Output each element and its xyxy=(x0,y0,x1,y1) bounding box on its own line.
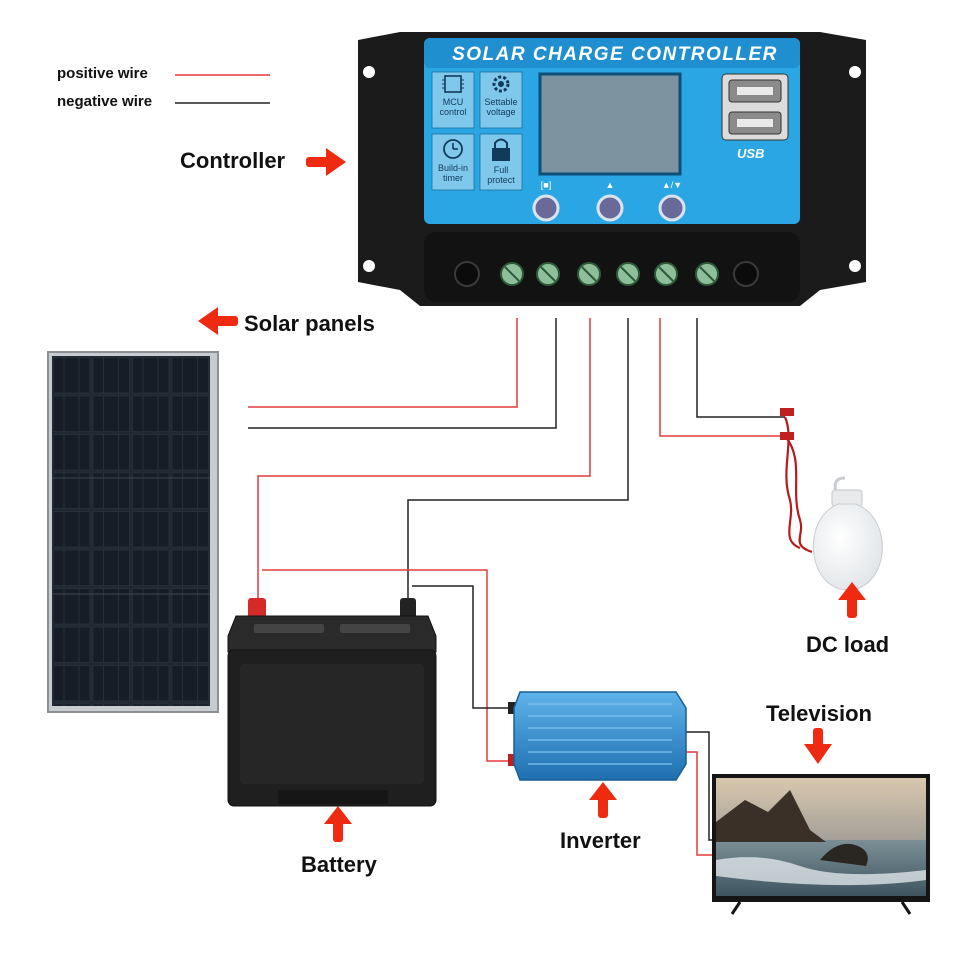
lcd-screen xyxy=(538,72,682,176)
tv-wire-a xyxy=(676,731,714,841)
controller-title: SOLAR CHARGE CONTROLLER xyxy=(452,44,778,65)
build-in-timer-label: Build-in timer xyxy=(437,163,468,183)
button-mark-up: ▲ xyxy=(605,180,615,190)
settable-voltage-label: Settable voltage xyxy=(484,97,518,117)
solar-panels-label: Solar panels xyxy=(244,311,375,336)
controller-label: Controller xyxy=(180,148,286,173)
button-mark-down: ▲/▼ xyxy=(661,180,683,190)
arrow-up-icon xyxy=(838,582,866,618)
legend-negative-label: negative wire xyxy=(57,93,153,110)
inverter-label: Inverter xyxy=(560,828,641,853)
button-up xyxy=(596,194,624,222)
battery xyxy=(227,598,437,807)
load-negative-wire xyxy=(696,318,785,418)
inverter-negative-wire xyxy=(412,585,510,709)
usb-label: USB xyxy=(737,146,765,161)
solar-negative-wire xyxy=(248,318,557,429)
television xyxy=(712,774,930,915)
arrow-left-icon xyxy=(198,307,238,335)
wiring xyxy=(248,318,785,856)
battery-negative-wire xyxy=(407,318,629,598)
button-mark-menu: [■] xyxy=(540,180,552,190)
legend-positive-label: positive wire xyxy=(57,65,148,82)
clock-icon xyxy=(443,139,463,159)
load-positive-wire xyxy=(659,318,785,437)
television-label: Television xyxy=(766,701,872,726)
gear-icon xyxy=(492,75,510,93)
battery-positive-wire xyxy=(257,318,591,598)
arrow-up-icon xyxy=(589,782,617,818)
terminal-screws xyxy=(500,262,719,286)
solar-positive-wire xyxy=(248,318,518,408)
battery-label: Battery xyxy=(301,852,377,877)
button-menu xyxy=(532,194,560,222)
chip-icon xyxy=(442,75,464,93)
arrow-down-icon xyxy=(804,728,832,764)
arrow-right-icon xyxy=(306,148,346,176)
charge-controller xyxy=(358,32,866,306)
pointer-arrows xyxy=(198,148,866,842)
arrow-up-icon xyxy=(324,806,352,842)
solar-panel xyxy=(47,351,219,713)
inverter xyxy=(508,691,687,781)
lock-icon xyxy=(492,138,510,161)
dc-load-bulb xyxy=(780,408,883,591)
dc-load-label: DC load xyxy=(806,632,890,657)
mcu-control-label: MCU control xyxy=(439,97,467,117)
inverter-positive-wire xyxy=(262,569,510,762)
button-down xyxy=(658,194,686,222)
full-protect-label: Full protect xyxy=(487,165,515,185)
